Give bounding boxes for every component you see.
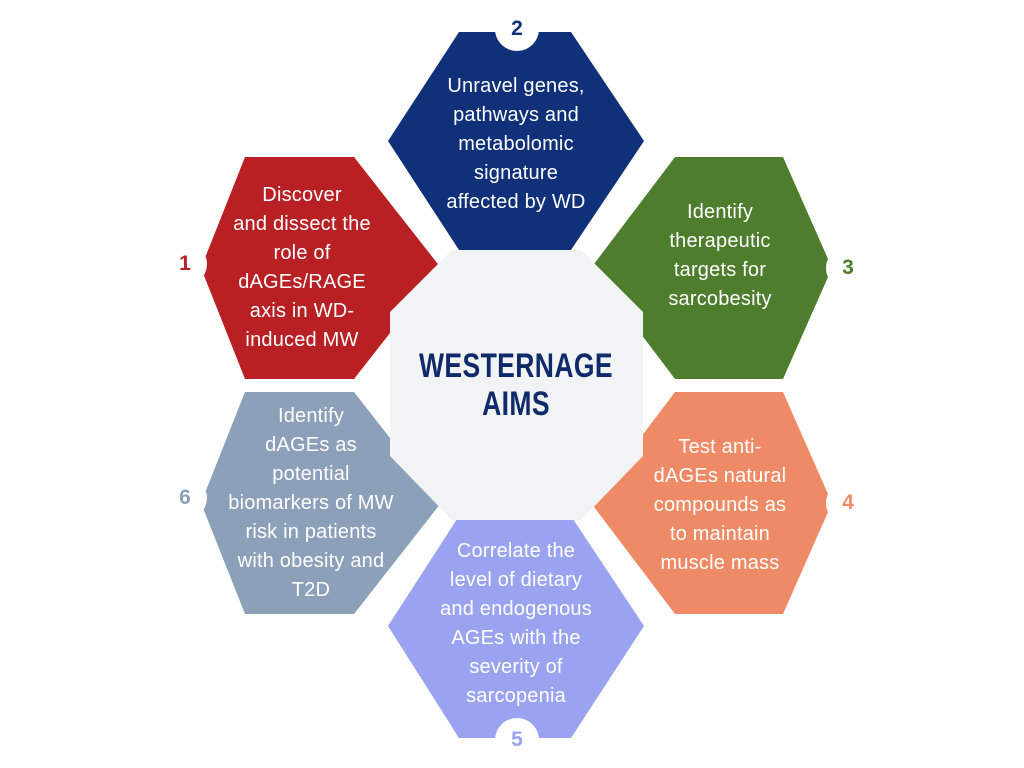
center-title: WESTERNAGE AIMS	[419, 347, 613, 423]
aim-5-number: 5	[511, 728, 523, 751]
aim-6-number: 6	[179, 486, 191, 509]
hexagon-aim-1	[201, 157, 441, 379]
hexagon-aim-6	[201, 392, 441, 614]
hexagon-aim-5	[388, 516, 644, 738]
aim-4-text: Test anti- dAGEs natural compounds as to…	[653, 435, 787, 574]
aim-3-number: 3	[842, 256, 854, 279]
badge-aim-3	[826, 246, 870, 290]
aim-1-text: Discover and dissect the role of dAGEs/R…	[233, 184, 371, 351]
center-octagon	[390, 250, 643, 520]
hexagon-aim-4	[591, 392, 832, 614]
hexagon-aim-3	[591, 157, 832, 379]
hexagon-aim-2	[388, 32, 644, 250]
aim-6-text: Identify dAGEs as potential biomarkers o…	[228, 404, 394, 601]
badge-aim-2	[495, 7, 539, 51]
badge-aim-4	[826, 481, 870, 525]
aim-4-number: 4	[842, 491, 854, 514]
aim-5-text: Correlate the level of dietary and endog…	[440, 540, 592, 707]
aim-2-number: 2	[511, 17, 523, 40]
aim-2-text: Unravel genes, pathways and metabolomic …	[446, 74, 586, 213]
aim-1-number: 1	[179, 252, 191, 275]
badge-aim-5	[495, 718, 539, 762]
badge-aim-1	[163, 242, 207, 286]
badge-aim-6	[163, 476, 207, 520]
aim-3-text: Identify therapeutic targets for sarcobe…	[668, 201, 772, 310]
